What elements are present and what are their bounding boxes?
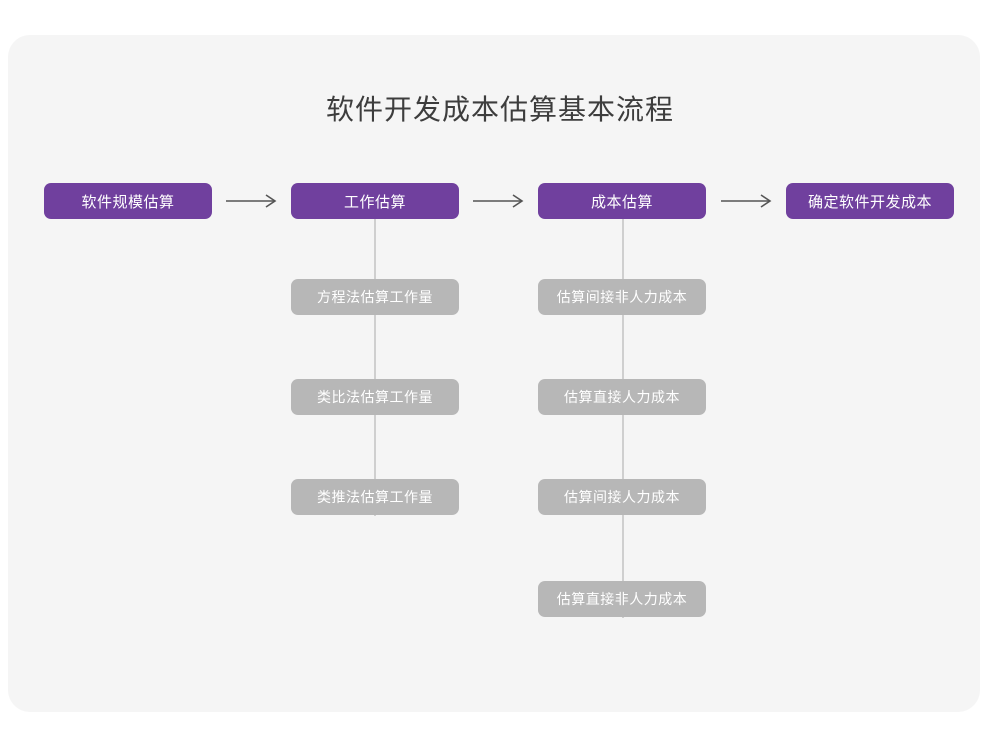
stage-box-1-label: 软件规模估算	[81, 193, 175, 211]
sub-box-stage2-3[interactable]: 类推法估算工作量	[291, 479, 459, 515]
sub-box-stage3-3[interactable]: 估算间接人力成本	[538, 479, 706, 515]
sub-box-stage3-1[interactable]: 估算间接非人力成本	[538, 279, 706, 315]
sub-box-stage2-2-label: 类比法估算工作量	[317, 389, 433, 405]
sub-box-stage3-3-label: 估算间接人力成本	[564, 489, 680, 505]
stage-box-3[interactable]: 成本估算	[538, 183, 706, 219]
sub-box-stage3-2[interactable]: 估算直接人力成本	[538, 379, 706, 415]
sub-box-stage3-4[interactable]: 估算直接非人力成本	[538, 581, 706, 617]
sub-box-stage3-2-label: 估算直接人力成本	[564, 389, 680, 405]
page-title: 软件开发成本估算基本流程	[325, 94, 674, 125]
sub-box-stage3-4-label: 估算直接非人力成本	[556, 591, 688, 607]
sub-box-stage3-1-label: 估算间接非人力成本	[556, 289, 688, 305]
stage-box-2[interactable]: 工作估算	[291, 183, 459, 219]
stage-box-4[interactable]: 确定软件开发成本	[786, 183, 954, 219]
arrow-right-icon-1	[226, 192, 278, 210]
stage-box-3-label: 成本估算	[590, 193, 653, 211]
stage-box-2-label: 工作估算	[343, 193, 406, 211]
sub-box-stage2-2[interactable]: 类比法估算工作量	[291, 379, 459, 415]
diagram-card	[8, 35, 980, 712]
sub-box-stage2-1-label: 方程法估算工作量	[317, 289, 433, 305]
stage-box-4-label: 确定软件开发成本	[807, 193, 932, 211]
connector-line-stage-2	[374, 218, 376, 516]
arrow-right-icon-2	[473, 192, 525, 210]
connector-line-stage-3	[622, 218, 624, 618]
sub-box-stage2-3-label: 类推法估算工作量	[317, 489, 433, 505]
stage-box-1[interactable]: 软件规模估算	[44, 183, 212, 219]
sub-box-stage2-1[interactable]: 方程法估算工作量	[291, 279, 459, 315]
arrow-right-icon-3	[721, 192, 773, 210]
